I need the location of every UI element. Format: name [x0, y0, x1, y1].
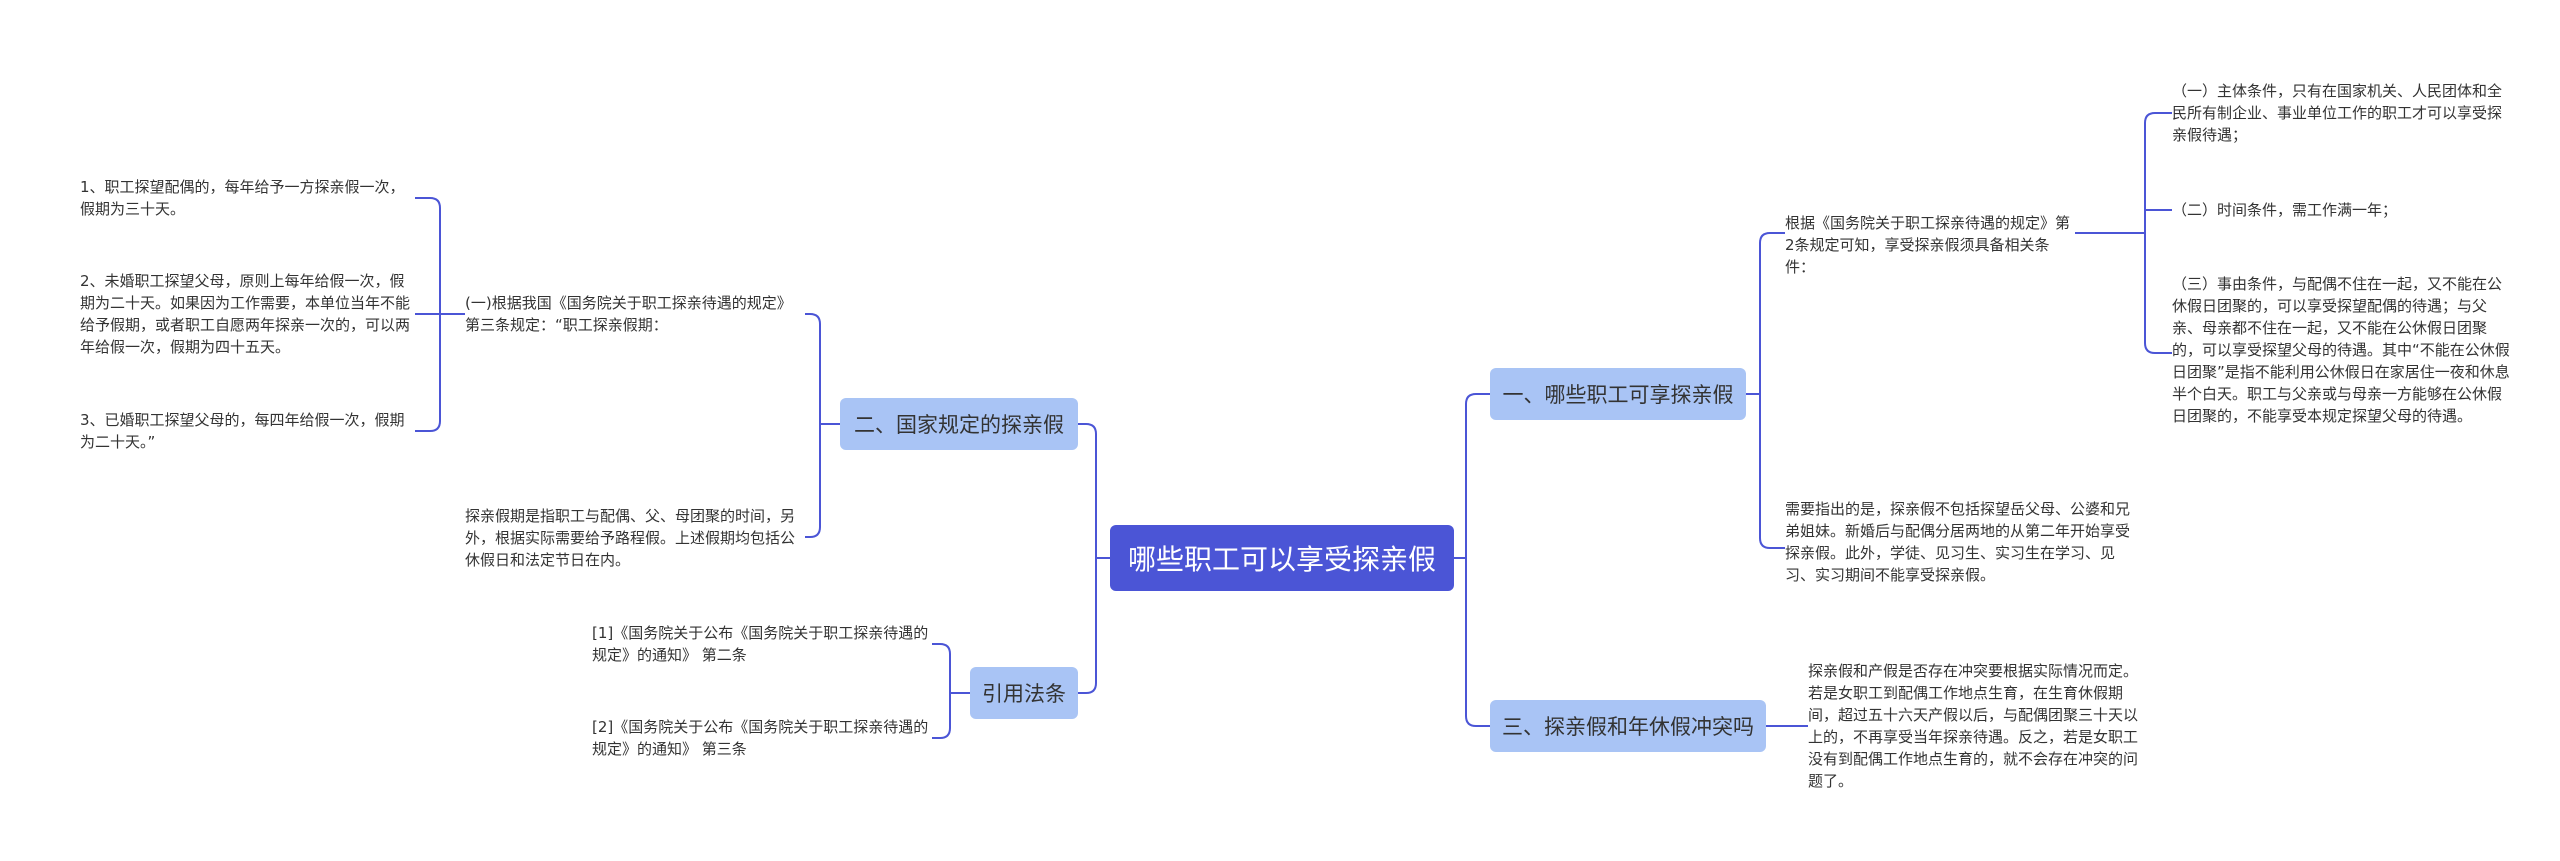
branch-leave-conflict[interactable]: 三、探亲假和年休假冲突吗	[1490, 700, 1766, 752]
leaf-condition-subject: （一）主体条件，只有在国家机关、人民团体和全民所有制企业、事业单位工作的职工才可…	[2172, 82, 2503, 144]
leaf-reference-1: [1]《国务院关于公布《国务院关于职工探亲待遇的规定》的通知》 第二条	[592, 624, 929, 664]
b4-spine	[939, 643, 951, 739]
leaf-condition-reason: （三）事由条件，与配偶不住在一起，又不能在公休假日团聚的，可以享受探望配偶的待遇…	[2172, 275, 2510, 425]
root-topic[interactable]: 哪些职工可以享受探亲假	[1110, 525, 1454, 591]
branch-legal-references[interactable]: 引用法条	[970, 667, 1078, 719]
leaf-conflict-explanation: 探亲假和产假是否存在冲突要根据实际情况而定。若是女职工到配偶工作地点生育，在生育…	[1808, 662, 2139, 790]
b1-conditions-spine	[2144, 112, 2156, 354]
leaf-spouse-visit: 1、职工探望配偶的，每年给予一方探亲假一次，假期为三十天。	[80, 178, 405, 218]
leaf-eligibility-conditions: 根据《国务院关于职工探亲待遇的规定》第2条规定可知，享受探亲假须具备相关条件：	[1785, 214, 2071, 276]
leaf-exclusion-note: 需要指出的是，探亲假不包括探望岳父母、公婆和兄弟姐妹。新婚后与配偶分居两地的从第…	[1785, 500, 2131, 584]
root-left-spine	[1085, 423, 1097, 694]
leaf-leave-period-note: 探亲假期是指职工与配偶、父、母团聚的时间，另外，根据实际需要给予路程假。上述假期…	[465, 507, 796, 569]
branch-eligible-workers[interactable]: 一、哪些职工可享探亲假	[1490, 368, 1746, 420]
leaf-married-parent-visit: 3、已婚职工探望父母的，每四年给假一次，假期为二十天。”	[80, 411, 405, 451]
leaf-unmarried-parent-visit: 2、未婚职工探望父母，原则上每年给假一次，假期为二十天。如果因为工作需要，本单位…	[80, 272, 411, 356]
branch-national-rules[interactable]: 二、国家规定的探亲假	[840, 398, 1078, 450]
b1-spine	[1759, 232, 1771, 549]
root-right-spine	[1465, 393, 1477, 727]
leaf-article-three: (一)根据我国《国务院关于职工探亲待遇的规定》第三条规定：“职工探亲假期：	[465, 294, 792, 334]
leaf-condition-time: （二）时间条件，需工作满一年；	[2172, 201, 2398, 219]
b2-spine	[809, 313, 821, 538]
leaf-reference-2: [2]《国务院关于公布《国务院关于职工探亲待遇的规定》的通知》 第三条	[592, 718, 929, 758]
